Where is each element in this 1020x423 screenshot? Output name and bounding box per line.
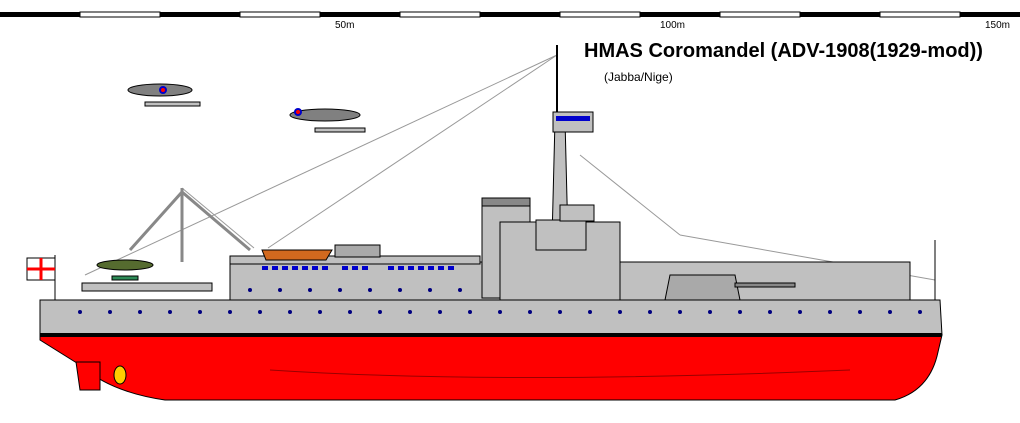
scale-label-50m: 50m (335, 20, 355, 31)
flying-floatplane-1 (127, 83, 201, 107)
scale-label-150m: 150m (985, 20, 1011, 31)
ship-title: HMAS Coromandel (ADV-1908(1929-mod)) (584, 40, 983, 62)
rigging (84, 54, 936, 281)
scale-label-100m: 100m (660, 20, 686, 31)
author-credit: (Jabba/Nige) (604, 70, 673, 84)
ships-boat (261, 249, 333, 261)
catapult-seaplane (96, 259, 154, 281)
white-ensign-flag (26, 255, 56, 300)
superstructure (229, 45, 936, 301)
hull (39, 299, 943, 401)
flying-floatplane-2 (289, 108, 366, 133)
scale-bar (0, 11, 1020, 18)
catapult-crane (81, 188, 251, 292)
